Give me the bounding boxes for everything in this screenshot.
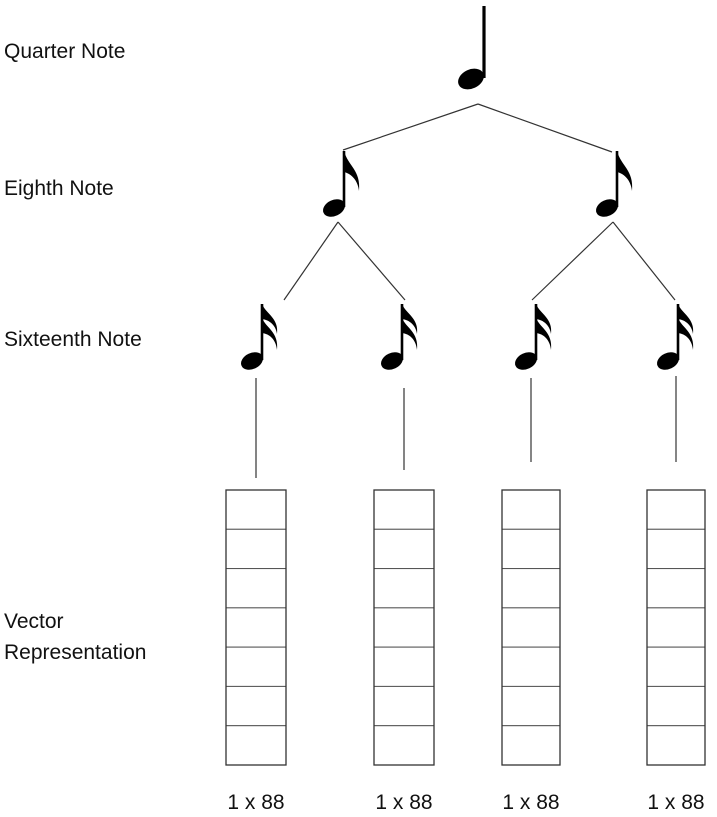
vector-label-line1: Vector — [4, 610, 64, 633]
eighth-note-label: Eighth Note — [4, 177, 114, 200]
edge-eighth-right-to-sixteenth-4 — [612, 221, 676, 301]
vector-cell — [225, 646, 287, 687]
vector-outline — [646, 489, 706, 766]
vector-cell — [373, 646, 435, 687]
sixteenth-note-icon-2 — [381, 304, 418, 370]
vector-cell — [373, 489, 435, 530]
vector-cell — [501, 646, 561, 687]
vector-cell — [373, 607, 435, 648]
vector-label-line2: Representation — [4, 641, 146, 664]
vector-cell — [501, 607, 561, 648]
vector-box-1: 1 x 88 — [225, 489, 287, 814]
vector-dimension-label: 1 x 88 — [647, 791, 704, 814]
vector-box-3: 1 x 88 — [501, 489, 561, 814]
vector-cell — [225, 489, 287, 530]
vector-cell — [225, 685, 287, 727]
vector-cell — [646, 528, 706, 570]
vector-cell — [646, 568, 706, 609]
sixteenth-note-label: Sixteenth Note — [4, 328, 142, 351]
vector-cell — [646, 646, 706, 687]
vector-cell — [501, 725, 561, 766]
vector-cell — [225, 725, 287, 766]
vector-box-4: 1 x 88 — [646, 489, 706, 814]
edge-eighth-right-to-sixteenth-3 — [531, 221, 614, 301]
vector-cell — [225, 607, 287, 648]
vector-dimension-label: 1 x 88 — [227, 791, 284, 814]
vector-cell — [501, 528, 561, 570]
vector-outline — [225, 489, 287, 766]
sixteenth-note-icon-1 — [241, 304, 278, 370]
vector-representations: 1 x 88 1 x 88 1 x 88 1 x 88 — [225, 489, 706, 814]
edge-quarter-to-eighth-right — [477, 103, 613, 153]
quarter-note-label: Quarter Note — [4, 40, 125, 63]
vector-cell — [646, 685, 706, 727]
sixteenth-note-icon-4 — [657, 304, 694, 370]
vector-cell — [373, 685, 435, 727]
sixteenth-note-icon-3 — [515, 304, 552, 370]
vector-cell — [646, 725, 706, 766]
vector-cell — [225, 568, 287, 609]
edge-quarter-to-eighth-left — [342, 103, 479, 151]
vector-cell — [646, 489, 706, 530]
tree-edges — [255, 103, 677, 478]
vector-cell — [646, 607, 706, 648]
vector-outline — [501, 489, 561, 766]
vector-outline — [373, 489, 435, 766]
vector-box-2: 1 x 88 — [373, 489, 435, 814]
vector-cell — [501, 685, 561, 727]
vector-cell — [373, 528, 435, 570]
vector-cell — [501, 568, 561, 609]
eighth-note-icon-left — [323, 151, 360, 217]
vector-cell — [373, 568, 435, 609]
vector-cell — [501, 489, 561, 530]
vector-cell — [373, 725, 435, 766]
edge-eighth-left-to-sixteenth-2 — [337, 221, 406, 301]
vector-cell — [225, 528, 287, 570]
vector-dimension-label: 1 x 88 — [502, 791, 559, 814]
edge-eighth-left-to-sixteenth-1 — [283, 221, 339, 301]
eighth-note-icon-right — [596, 151, 633, 217]
quarter-note-icon — [458, 6, 486, 90]
vector-dimension-label: 1 x 88 — [375, 791, 432, 814]
